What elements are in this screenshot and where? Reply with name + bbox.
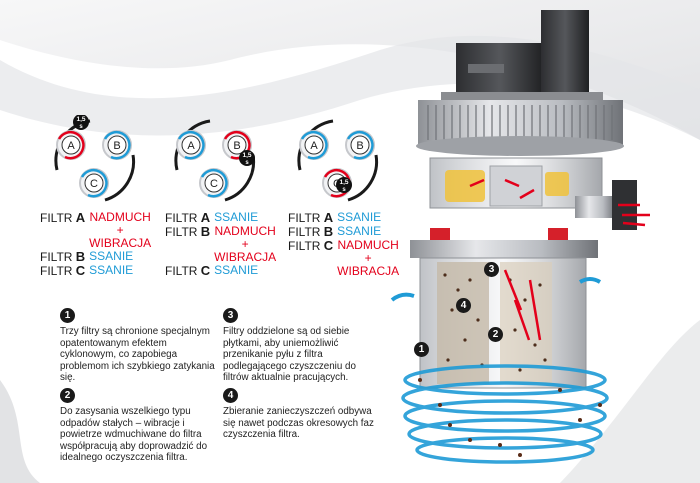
timer-value: 1,5 <box>339 179 348 186</box>
filter-action: SSANIE <box>214 263 259 277</box>
filter-circle-a: A <box>299 130 329 160</box>
filter-diagram-1: A B C 1,5s <box>54 115 136 202</box>
machine-marker-3: 3 <box>484 262 499 277</box>
flow-arc-icon <box>223 130 251 160</box>
rotation-arrow <box>347 154 379 202</box>
filter-circle-label: A <box>310 140 318 152</box>
flow-arc-icon <box>300 130 328 160</box>
flow-arc-icon <box>80 168 108 198</box>
machine-marker-2: 2 <box>488 327 503 342</box>
filter-name: FILTR A <box>40 210 86 225</box>
machine-marker-4: 4 <box>456 298 471 313</box>
flow-arc-icon <box>346 130 374 160</box>
machine-marker-1: 1 <box>414 342 429 357</box>
filter-name: FILTR C <box>40 263 86 278</box>
note-text-1: Trzy filtry są chronione specjalnym opat… <box>60 326 215 383</box>
filter-circle-b: B <box>345 130 375 160</box>
timer-unit: s <box>245 160 249 166</box>
filter-name: FILTR C <box>165 263 211 278</box>
rotation-arrow <box>104 154 136 202</box>
filter-circle-label: B <box>113 140 120 152</box>
timer-value: 1,5 <box>76 116 85 123</box>
filter-action: NADMUCH+WIBRACJA <box>214 224 277 264</box>
filter-name: FILTR B <box>288 224 334 239</box>
filter-circle-a: A <box>176 130 206 160</box>
filter-circle-label: A <box>67 140 75 152</box>
filter-circle-c: C <box>199 168 229 198</box>
filter-action: SSANIE <box>337 210 382 224</box>
note-number-1: 1 <box>60 308 75 323</box>
timer-unit: s <box>79 124 83 130</box>
timer-badge-icon <box>239 150 255 166</box>
filter-diagram-2: A B C 1,5s <box>174 119 256 202</box>
filter-name: FILTR B <box>40 249 86 264</box>
note-text-2: Do zasysania wszelkiego typu odpadów sta… <box>60 406 208 463</box>
filter-action: SSANIE <box>337 224 382 238</box>
filter-name: FILTR A <box>288 210 334 225</box>
timer-badge-icon <box>336 177 352 193</box>
filter-circle-b: B <box>102 130 132 160</box>
filter-action: SSANIE <box>214 210 259 224</box>
note-text-4: Zbieranie zanieczyszczeń odbywa się nawe… <box>223 406 374 440</box>
filter-circle-label: C <box>210 178 218 190</box>
flow-arc-icon <box>177 130 205 160</box>
filter-circle-a: A <box>56 130 86 160</box>
filter-circle-label: A <box>187 140 195 152</box>
flow-arc-icon <box>200 168 228 198</box>
filter-name: FILTR A <box>165 210 211 225</box>
filter-circle-c: C <box>79 168 109 198</box>
note-text-3: Filtry oddzielone są od siebie płytkami,… <box>223 326 356 383</box>
timer-badge-icon <box>73 115 89 130</box>
filter-circle-label: C <box>90 178 98 190</box>
note-number-4: 4 <box>223 388 238 403</box>
filter-name: FILTR C <box>288 238 334 253</box>
filter-action: SSANIE <box>89 249 134 263</box>
filter-action: SSANIE <box>89 263 134 277</box>
note-number-3: 3 <box>223 308 238 323</box>
filter-circle-b: B <box>222 130 252 160</box>
filter-circle-label: B <box>356 140 363 152</box>
timer-unit: s <box>342 187 346 193</box>
filter-circle-label: B <box>233 140 240 152</box>
flow-arc-icon <box>57 130 85 160</box>
timer-value: 1,5 <box>242 152 251 159</box>
flow-arc-icon <box>103 130 131 160</box>
filter-action: NADMUCH+WIBRACJA <box>337 238 400 278</box>
filter-name: FILTR B <box>165 224 211 239</box>
note-number-2: 2 <box>60 388 75 403</box>
filter-action: NADMUCH+WIBRACJA <box>89 210 152 250</box>
